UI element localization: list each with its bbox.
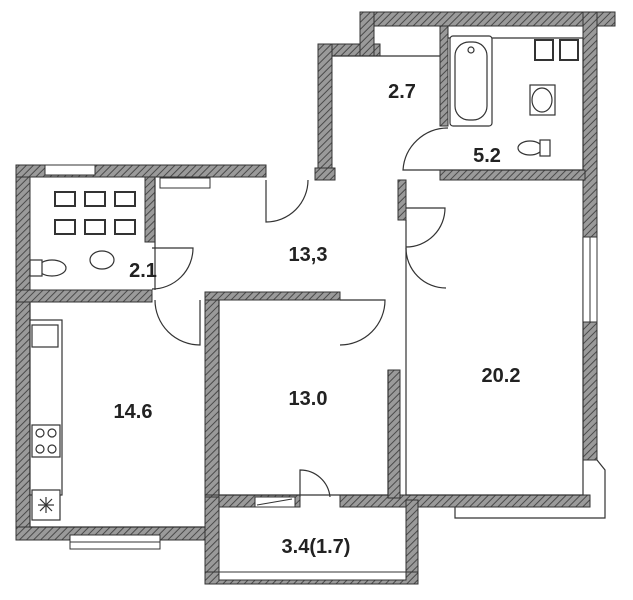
wall-entry-left-lower (314, 167, 336, 181)
doors (151, 127, 449, 498)
washbasin-wc (89, 250, 115, 270)
window-balcony (218, 571, 407, 581)
wall-wc-bottom (15, 289, 153, 303)
door-living-2 (405, 247, 447, 289)
wall-left (15, 164, 31, 541)
wall-bedroom-top (204, 291, 341, 301)
door-bathroom (402, 127, 449, 171)
door-balcony (299, 469, 331, 498)
partitions (29, 37, 584, 528)
bathroom-inner-outline (448, 37, 584, 171)
room-area-bedroom: 13.0 (289, 388, 328, 410)
toilet-wc (29, 259, 67, 277)
toilet-bathroom (517, 139, 551, 157)
wall-right-lower (582, 321, 598, 461)
door-bedroom (339, 299, 386, 346)
living-inner-outline (405, 220, 584, 496)
wall-bathroom-left (439, 25, 449, 127)
wall-right (582, 11, 598, 238)
window-top-mid (159, 177, 211, 189)
wall-top-step (359, 11, 375, 57)
washbasin-bathroom (529, 84, 556, 116)
wall-wc-right (144, 176, 156, 243)
door-kitchen (154, 299, 201, 346)
windows (44, 164, 598, 581)
door-entrance (265, 179, 309, 223)
room-labels: 2.7 5.2 13,3 2.1 14.6 13.0 20.2 3.4(1.7) (114, 81, 521, 558)
window-top-left (44, 164, 96, 176)
room-area-balcony: 3.4(1.7) (282, 536, 351, 558)
walls (15, 11, 616, 585)
room-area-hall: 13,3 (289, 244, 328, 266)
wall-living-bottom (339, 494, 591, 508)
room-area-bathroom: 5.2 (473, 145, 501, 167)
wall-bedroom-right (387, 369, 401, 499)
door-wc (151, 247, 194, 290)
room-area-kitchen: 14.6 (114, 401, 153, 423)
living-glazing (454, 459, 606, 519)
wall-bedroom-left (204, 291, 220, 498)
wall-living-left (397, 179, 407, 221)
kitchen-counter (29, 319, 63, 521)
room-area-wc: 2.1 (129, 260, 157, 282)
room-area-corridor: 2.7 (388, 81, 416, 103)
room-area-living: 20.2 (482, 365, 521, 387)
bedroom-inner-outline (218, 300, 389, 496)
bathtub (449, 35, 493, 127)
wall-bathroom-bottom (439, 169, 586, 181)
wall-balcony-right (405, 499, 419, 583)
bathroom-shelves (534, 39, 579, 61)
door-living-1 (405, 207, 446, 248)
wc-shelves (54, 191, 136, 235)
wall-balcony-left (204, 496, 220, 583)
wall-top-right (359, 11, 616, 27)
wall-entry-left (317, 43, 333, 175)
